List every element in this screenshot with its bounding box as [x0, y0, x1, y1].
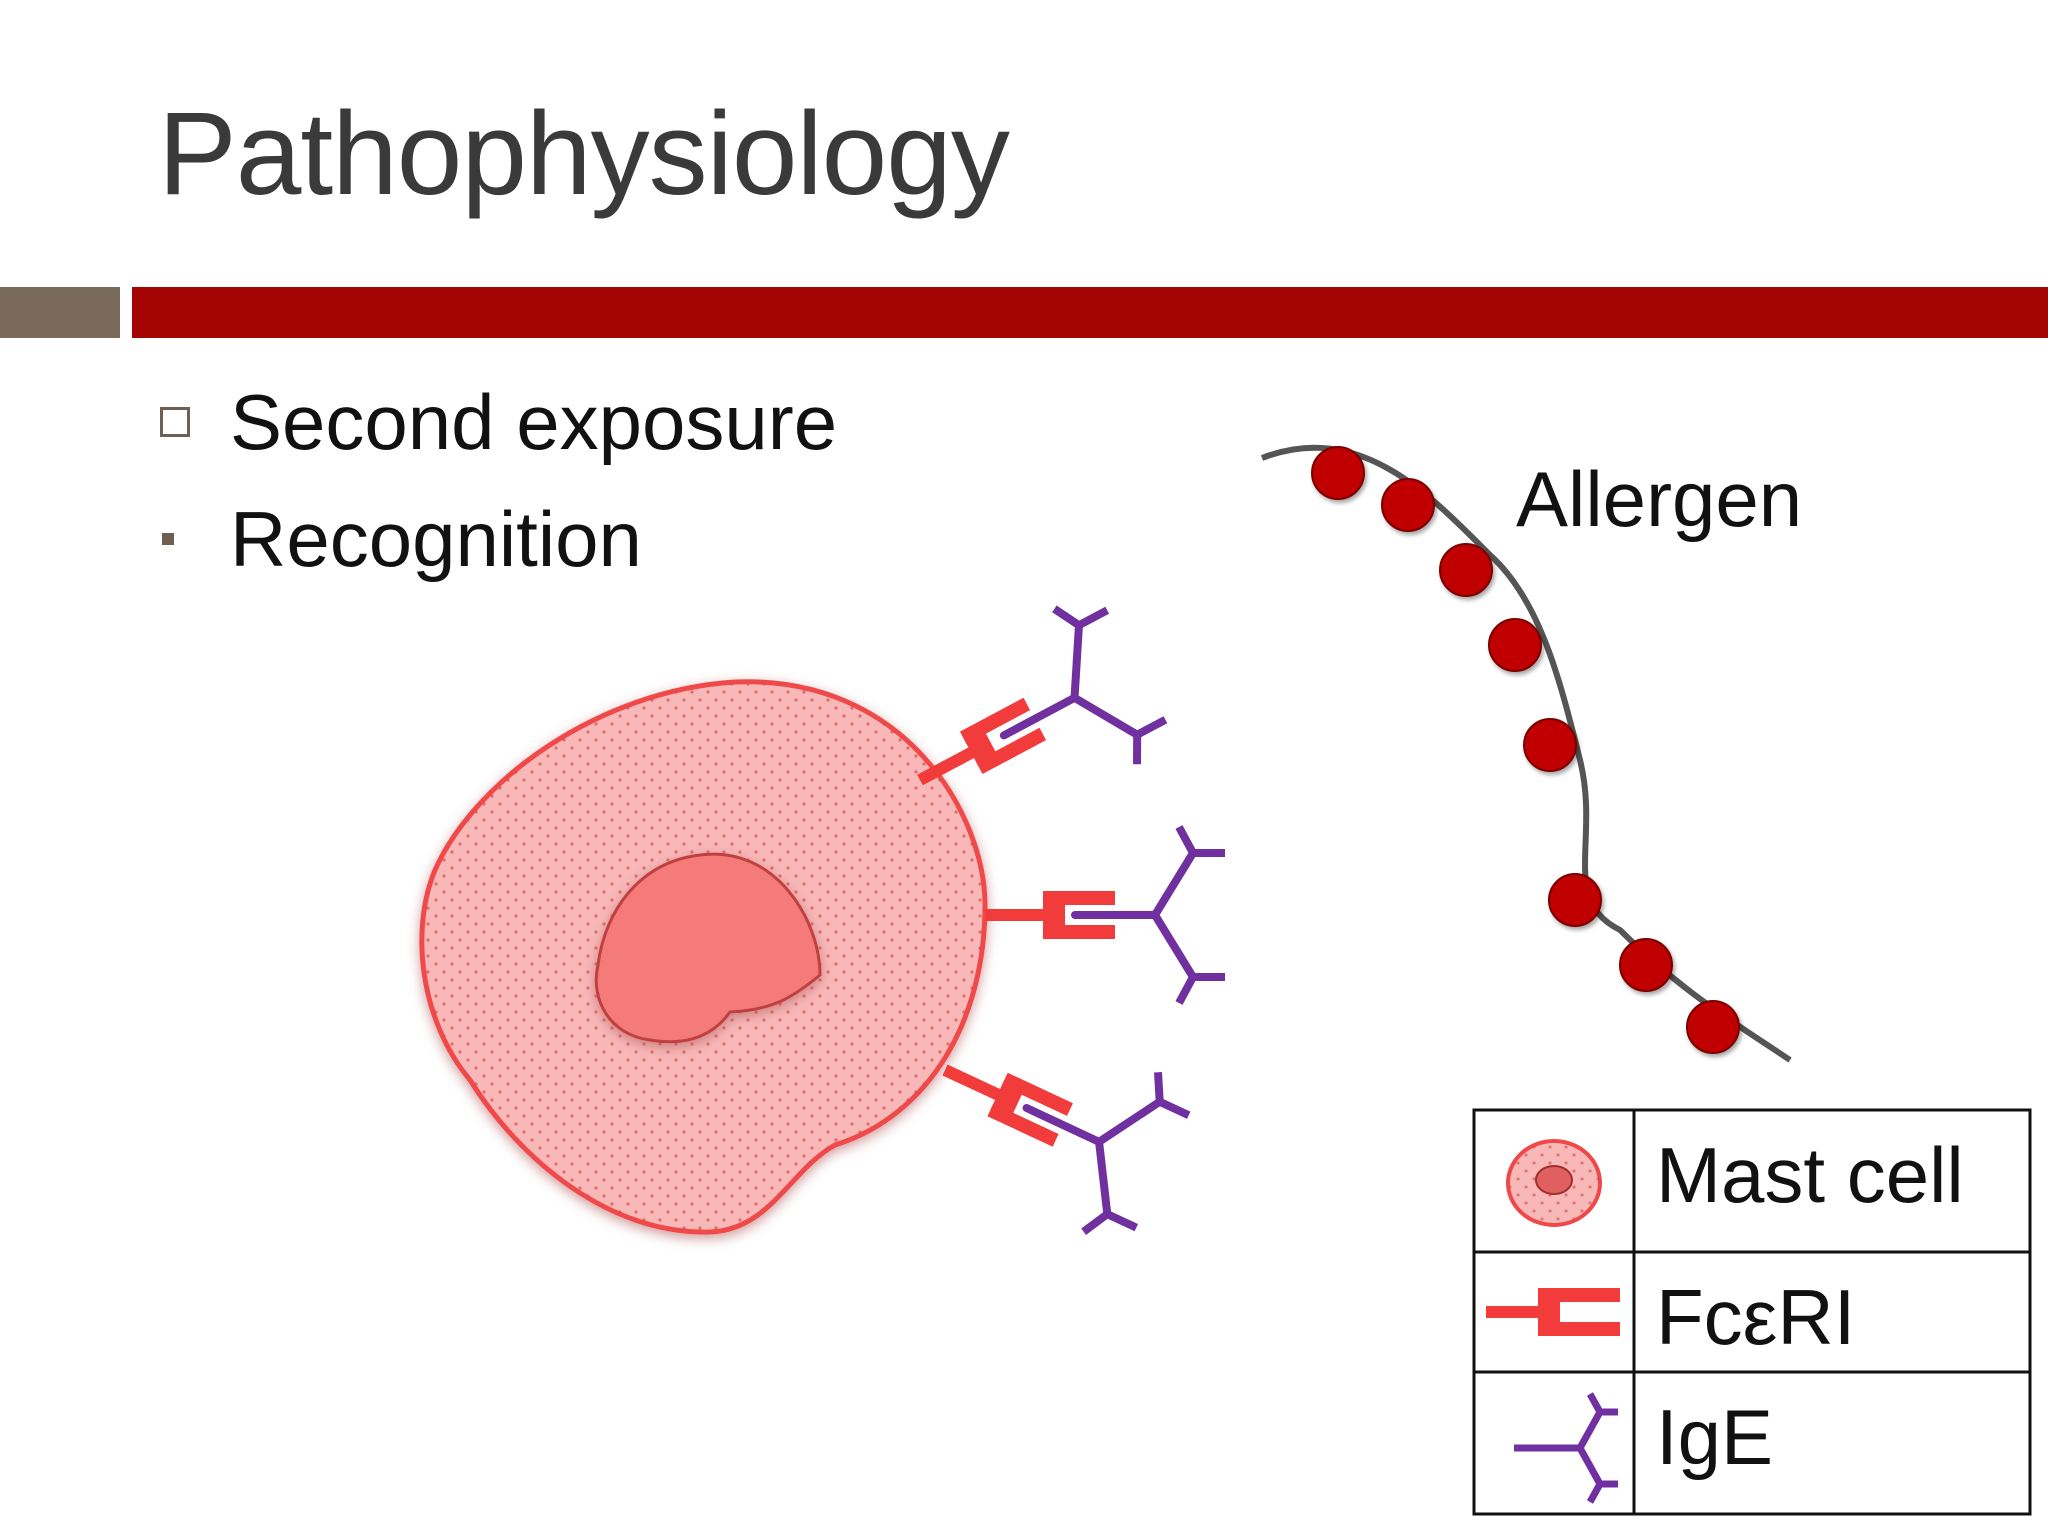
allergen-strand: [1260, 444, 1792, 1063]
filled-square-bullet-icon: [162, 533, 174, 545]
page-title: Pathophysiology: [158, 88, 1010, 220]
title-bar-accent: [132, 287, 2048, 338]
allergen-label: Allergen: [1516, 455, 1803, 543]
mast-cell-icon: [1506, 1139, 1602, 1227]
legend-label-mast-cell: Mast cell: [1656, 1131, 1964, 1219]
legend-label-ige: IgE: [1656, 1393, 1774, 1481]
hollow-square-bullet-icon: [160, 407, 190, 437]
ige-antibody-icon: [1514, 1392, 1618, 1504]
legend-label-fc-receptor: FcεRI: [1656, 1273, 1856, 1361]
fc-receptor-icon: [1486, 1288, 1620, 1336]
bullet-text: Second exposure: [230, 378, 838, 466]
title-bar-accent-left: [0, 287, 120, 338]
bullet-text: Recognition: [230, 495, 642, 583]
receptor-ige-middle: [985, 827, 1225, 1003]
nucleus: [594, 852, 822, 1044]
bullet-item-recognition: Recognition: [160, 500, 642, 578]
legend-table: [1472, 1108, 2032, 1516]
bullet-item-second-exposure: Second exposure: [160, 383, 837, 461]
mast-cell: [419, 679, 988, 1235]
